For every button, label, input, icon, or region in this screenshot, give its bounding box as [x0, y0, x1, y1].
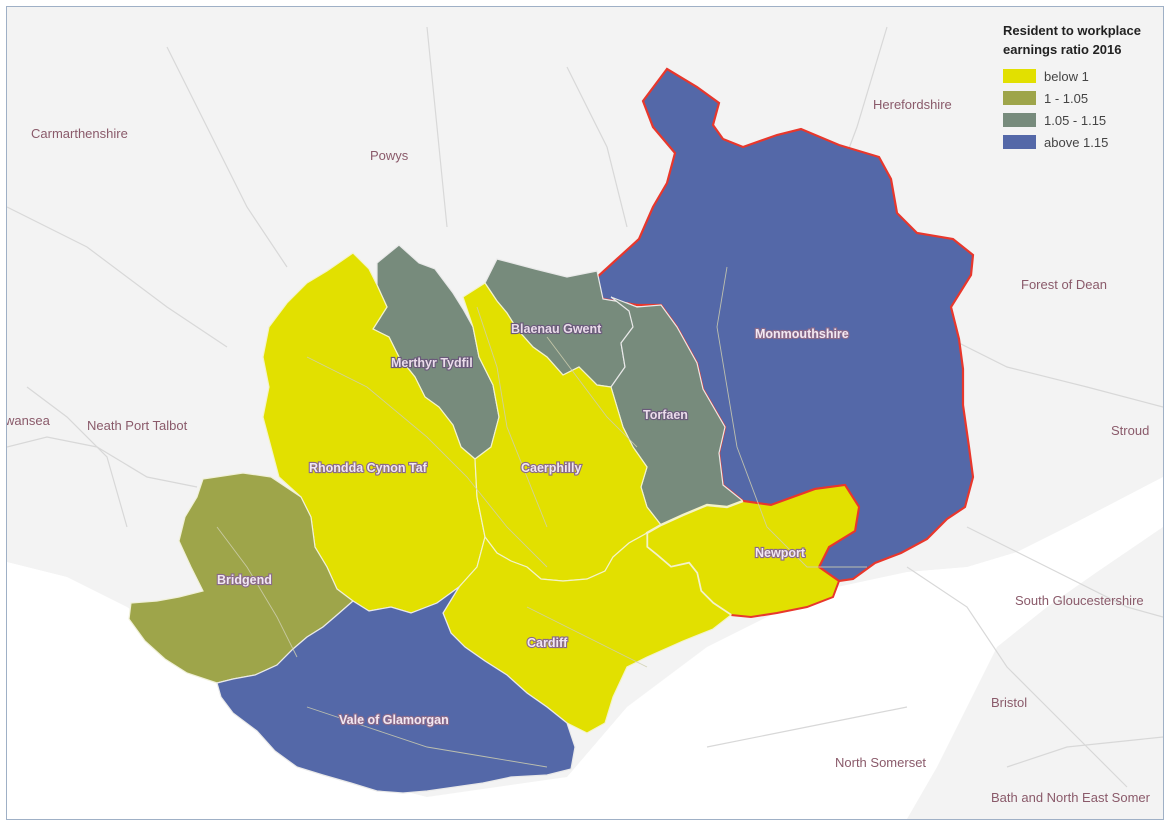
- label-rhondda-cynon-taf: Rhondda Cynon Taf: [309, 461, 428, 475]
- place-powys: Powys: [370, 148, 409, 163]
- place-forest-of-dean: Forest of Dean: [1021, 277, 1107, 292]
- label-torfaen: Torfaen: [643, 408, 688, 422]
- legend-label: above 1.15: [1044, 134, 1109, 150]
- place-north-somerset: North Somerset: [835, 755, 926, 770]
- legend-swatch-below-1: [1003, 69, 1036, 83]
- legend-label: below 1: [1044, 68, 1089, 84]
- sea-area: [7, 477, 1163, 819]
- label-cardiff: Cardiff: [527, 636, 568, 650]
- legend-label: 1 - 1.05: [1044, 90, 1089, 106]
- place-neath-port-talbot: Neath Port Talbot: [87, 418, 188, 433]
- map-frame: Carmarthenshire Powys Herefordshire Fore…: [6, 6, 1164, 820]
- label-vale-of-glamorgan: Vale of Glamorgan: [339, 713, 449, 727]
- map-legend: Resident to workplace earnings ratio 201…: [1003, 21, 1163, 153]
- place-swansea: wansea: [7, 413, 51, 428]
- label-monmouthshire: Monmouthshire: [755, 327, 849, 341]
- region-vale-of-glamorgan[interactable]: [216, 586, 576, 794]
- legend-item: below 1: [1003, 65, 1163, 87]
- place-carmarthenshire: Carmarthenshire: [31, 126, 128, 141]
- legend-item: 1 - 1.05: [1003, 87, 1163, 109]
- label-caerphilly: Caerphilly: [521, 461, 581, 475]
- label-merthyr-tydfil: Merthyr Tydfil: [391, 356, 473, 370]
- legend-item: above 1.15: [1003, 131, 1163, 153]
- legend-item: 1.05 - 1.15: [1003, 109, 1163, 131]
- label-bridgend: Bridgend: [217, 573, 272, 587]
- place-stroud: Stroud: [1111, 423, 1149, 438]
- region-roads: [216, 266, 867, 768]
- place-herefordshire: Herefordshire: [873, 97, 952, 112]
- legend-title: Resident to workplace earnings ratio 201…: [1003, 23, 1141, 57]
- legend-swatch-above-1-15: [1003, 135, 1036, 149]
- place-south-gloucestershire: South Gloucestershire: [1015, 593, 1144, 608]
- legend-swatch-1-05-1-15: [1003, 113, 1036, 127]
- place-bristol: Bristol: [991, 695, 1027, 710]
- label-blaenau-gwent: Blaenau Gwent: [511, 322, 602, 336]
- legend-swatch-1-1-05: [1003, 91, 1036, 105]
- choropleth-map[interactable]: Carmarthenshire Powys Herefordshire Fore…: [7, 7, 1163, 819]
- place-bath: Bath and North East Somer: [991, 790, 1151, 805]
- legend-label: 1.05 - 1.15: [1044, 112, 1107, 128]
- label-newport: Newport: [755, 546, 806, 560]
